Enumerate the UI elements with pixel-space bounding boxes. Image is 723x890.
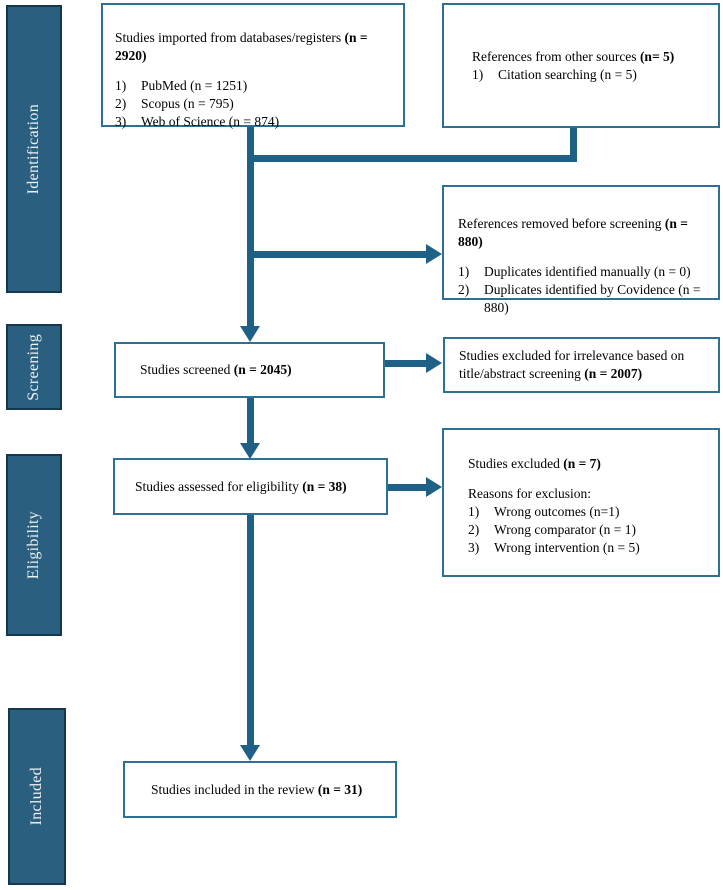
box-title-row: Studies excluded(n = 7) [468, 455, 710, 473]
box-title-row: References removed before screening(n = … [458, 215, 710, 251]
stage-bar-eligibility: Eligibility [6, 454, 62, 636]
list-item-number: 3) [115, 114, 127, 129]
arrowhead-to-removed [426, 244, 442, 264]
box-title: References removed before screening [458, 216, 662, 231]
connector-assessed-to-excluded-line [388, 484, 426, 491]
box-count: (n = 880) [458, 216, 688, 249]
list-item-text: Scopus (n = 795) [141, 96, 234, 111]
box-studies-screened: Studies screened(n = 2045) [114, 342, 385, 398]
arrowhead-to-screened [240, 326, 260, 342]
connector-imported-down-line [247, 127, 254, 326]
list-item-number: 1) [115, 78, 127, 93]
box-title: Studies screened [140, 362, 231, 377]
box-count: (n = 31) [317, 781, 363, 797]
list-item-text: Web of Science (n = 874) [141, 114, 280, 129]
box-title: Studies imported from databases/register… [115, 30, 342, 45]
box-title-row: Studies imported from databases/register… [115, 29, 393, 65]
box-count: (n = 2920) [115, 30, 368, 63]
list-item-text: Wrong intervention (n = 5) [494, 540, 640, 555]
list-item-number: 1) [468, 504, 480, 519]
connector-merge-horizontal-line [247, 155, 577, 162]
list-item: 1) Duplicates identified manually (n = 0… [458, 263, 710, 281]
stage-bar-included: Included [8, 708, 66, 885]
removal-list: 1) Duplicates identified manually (n = 0… [458, 263, 710, 317]
stage-bar-screening: Screening [6, 324, 62, 410]
box-title: Studies included in the review [151, 781, 315, 797]
box-title-row: Studies included in the review(n = 31) [151, 781, 362, 799]
box-title: References from other sources [472, 48, 637, 64]
source-list: 1) Citation searching (n = 5) [472, 66, 710, 84]
source-list: 1) PubMed (n = 1251) 2) Scopus (n = 795)… [115, 77, 393, 131]
box-excluded-screening: Studies excluded for irrelevance based o… [443, 337, 720, 393]
arrowhead-to-included [240, 745, 260, 761]
arrowhead-to-excluded-screening [426, 353, 442, 373]
box-count: (n = 2007) [584, 366, 643, 381]
box-title: Studies excluded [468, 456, 560, 471]
box-excluded-eligibility: Studies excluded(n = 7) Reasons for excl… [442, 428, 720, 577]
connector-assessed-down-line [247, 515, 254, 746]
list-item-number: 2) [458, 282, 470, 297]
list-item-text: Duplicates identified by Covidence (n = … [484, 282, 701, 315]
stage-bar-identification: Identification [6, 5, 62, 293]
list-item: 1) Citation searching (n = 5) [472, 66, 710, 84]
stage-label-included: Included [28, 767, 45, 826]
list-item-text: Wrong outcomes (n=1) [494, 504, 620, 519]
box-title: Studies excluded for irrelevance based o… [459, 348, 685, 381]
list-item-number: 2) [468, 522, 480, 537]
connector-screened-down-line [247, 398, 254, 444]
box-title-row: Studies assessed for eligibility(n = 38) [135, 478, 347, 496]
box-studies-included: Studies included in the review(n = 31) [123, 761, 397, 818]
box-title-row: References from other sources(n= 5) [472, 48, 710, 66]
box-title-row: Studies excluded for irrelevance based o… [459, 347, 704, 383]
connector-screened-to-excluded-line [385, 360, 426, 367]
box-count: (n = 2045) [233, 362, 292, 377]
box-studies-assessed: Studies assessed for eligibility(n = 38) [113, 458, 388, 515]
list-item-text: PubMed (n = 1251) [141, 78, 248, 93]
connector-to-removed-line [250, 251, 426, 258]
arrowhead-to-assessed [240, 443, 260, 459]
exclusion-subtitle: Reasons for exclusion: [468, 486, 591, 501]
list-item: 3) Web of Science (n = 874) [115, 113, 393, 131]
stage-label-identification: Identification [25, 103, 42, 195]
box-title: Studies assessed for eligibility [135, 478, 299, 494]
list-item-number: 2) [115, 96, 127, 111]
list-item-text: Wrong comparator (n = 1) [494, 522, 637, 537]
box-other-sources: References from other sources(n= 5) 1) C… [442, 3, 720, 128]
box-references-removed: References removed before screening(n = … [442, 185, 720, 315]
list-item-number: 1) [472, 66, 484, 82]
connector-other-sources-down-line [570, 128, 577, 161]
box-title-row: Studies screened(n = 2045) [140, 361, 292, 379]
box-studies-imported: Studies imported from databases/register… [101, 3, 405, 129]
arrowhead-to-excluded-eligibility [426, 477, 442, 497]
stage-label-eligibility: Eligibility [25, 510, 42, 580]
list-item: 1) PubMed (n = 1251) [115, 77, 393, 95]
stage-label-screening: Screening [25, 333, 42, 401]
list-item-number: 3) [468, 540, 480, 555]
list-item-number: 1) [458, 264, 470, 279]
list-item: 2) Duplicates identified by Covidence (n… [458, 281, 710, 317]
list-item: 2) Wrong comparator (n = 1) [468, 521, 710, 539]
list-item-text: Citation searching (n = 5) [498, 66, 637, 82]
list-item: 3) Wrong intervention (n = 5) [468, 539, 710, 557]
box-count: (n= 5) [639, 48, 675, 64]
list-item-text: Duplicates identified manually (n = 0) [484, 264, 691, 279]
box-count: (n = 38) [302, 478, 347, 494]
exclusion-reasons: Reasons for exclusion: 1) Wrong outcomes… [468, 485, 710, 557]
box-count: (n = 7) [563, 456, 601, 471]
list-item: 1) Wrong outcomes (n=1) [468, 503, 710, 521]
list-item: 2) Scopus (n = 795) [115, 95, 393, 113]
